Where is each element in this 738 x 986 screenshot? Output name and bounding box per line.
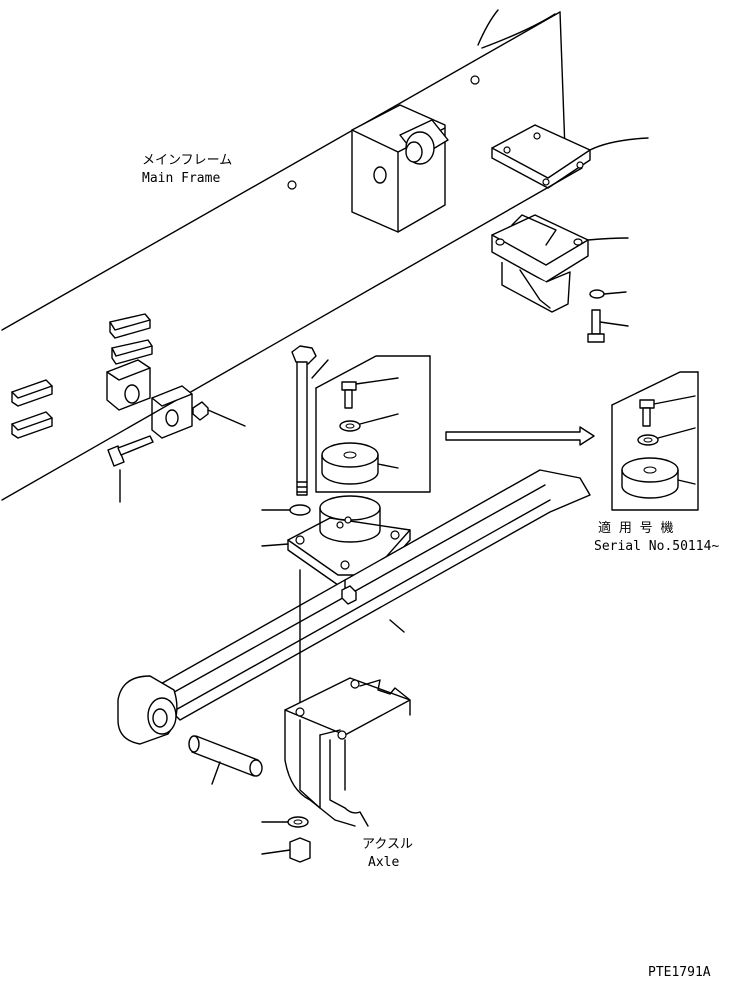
main-frame-label-en: Main Frame: [142, 171, 221, 186]
alternate-kit-box: [611, 371, 699, 511]
frame-stopper-blocks: [11, 313, 153, 439]
main-frame-label-jp: メインフレーム: [142, 153, 233, 168]
leaf-spring: [117, 469, 591, 745]
spring-clamp-blocks: [106, 359, 246, 439]
drawing-code: PTE1791A: [648, 965, 711, 980]
u-bolt: [291, 345, 329, 496]
arrow: [445, 426, 595, 446]
serial-label-jp: 適 用 号 機: [598, 521, 674, 536]
rear-spring-seat-bracket: [491, 214, 629, 313]
axle-washer-nut: [261, 816, 311, 863]
front-spring-hanger: [351, 104, 449, 233]
clamp-bolt: [107, 435, 154, 503]
axle-bracket: [284, 677, 411, 827]
bracket-washer-bolt: [587, 289, 629, 343]
serial-label-en: Serial No.50114~: [594, 539, 720, 554]
mount-kit-box: [315, 355, 431, 493]
rear-bracket-plate: [491, 124, 649, 189]
axle-label-jp: アクスル: [362, 837, 413, 852]
axle-label-en: Axle: [368, 855, 400, 870]
spring-pin: [188, 735, 263, 785]
main-frame: [1, 9, 583, 501]
